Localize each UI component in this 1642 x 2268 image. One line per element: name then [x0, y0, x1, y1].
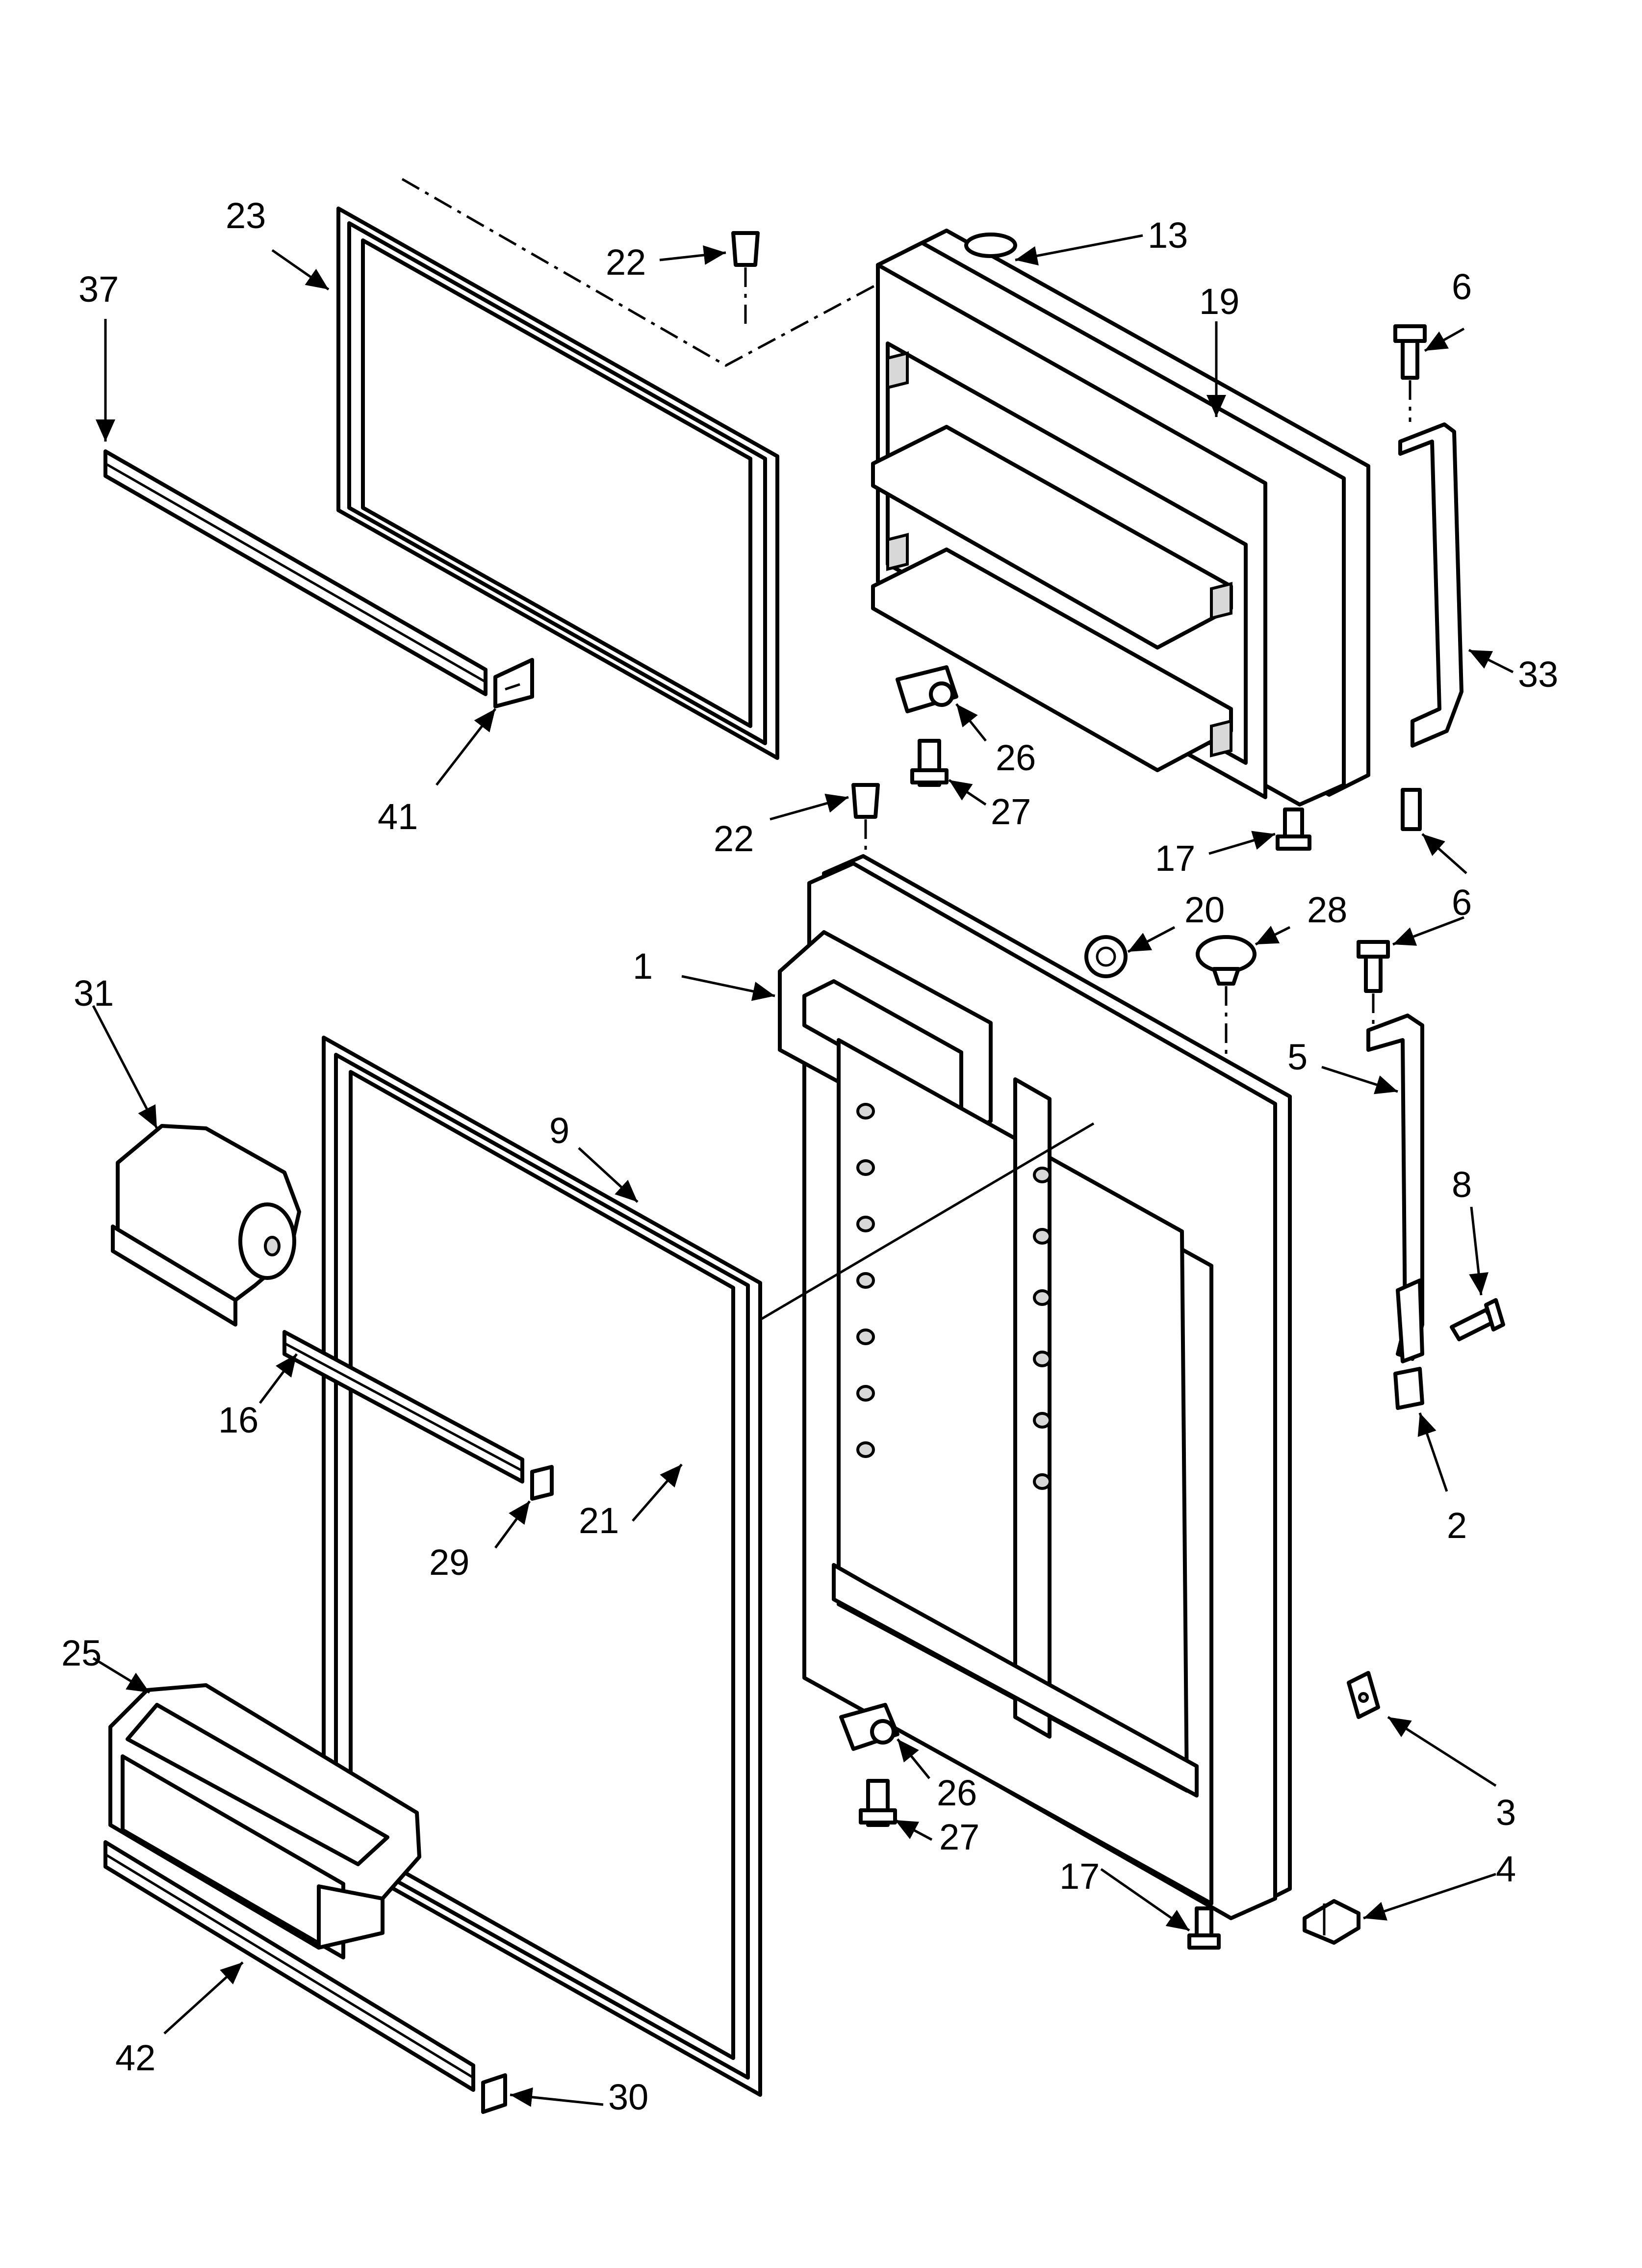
hinge-26-upper — [896, 665, 958, 713]
callout-22-top: 22 — [606, 242, 646, 283]
callout-41: 41 — [378, 796, 418, 837]
pin-22-top — [731, 231, 760, 324]
callout-1: 1 — [633, 946, 653, 987]
screw-6-top — [1393, 324, 1427, 422]
callout-26-lower: 26 — [937, 1773, 977, 1813]
screw-8 — [1450, 1298, 1505, 1341]
bracket-3 — [1347, 1671, 1380, 1719]
bottom-rail-42 — [103, 1840, 475, 2092]
callout-6-middle: 6 — [1452, 882, 1472, 923]
rail-clip-41 — [493, 658, 534, 708]
door-bin-25 — [108, 1683, 421, 1959]
screw-6-middle — [1401, 788, 1422, 831]
bracket-4 — [1303, 1899, 1360, 1945]
callout-30: 30 — [608, 2077, 648, 2117]
fresh-food-door-liner — [778, 854, 1292, 1920]
screw-6-lower — [1357, 940, 1390, 1025]
callout-5: 5 — [1287, 1037, 1308, 1077]
dairy-compartment-31 — [111, 1124, 301, 1327]
callout-2: 2 — [1447, 1505, 1467, 1546]
callout-9: 9 — [549, 1110, 569, 1151]
callout-4: 4 — [1496, 1849, 1516, 1889]
callout-42: 42 — [115, 2037, 155, 2078]
callout-17-upper: 17 — [1155, 838, 1195, 879]
callout-17-lower: 17 — [1059, 1856, 1100, 1897]
end-cap-29 — [530, 1465, 554, 1501]
callout-13: 13 — [1148, 215, 1188, 256]
plug-20 — [1084, 935, 1128, 978]
shelf-studs-left — [856, 1103, 875, 1458]
callout-28: 28 — [1307, 889, 1347, 930]
shelf-studs-right — [1033, 1167, 1052, 1490]
callout-19: 19 — [1199, 281, 1239, 322]
freezer-shelf-rail — [103, 449, 487, 696]
clip-30 — [481, 2073, 507, 2114]
callout-22-bottom: 22 — [714, 818, 754, 859]
callout-27-upper: 27 — [991, 791, 1031, 832]
callout-16: 16 — [218, 1400, 258, 1440]
plug-13 — [964, 233, 1017, 258]
callout-29: 29 — [429, 1542, 469, 1583]
callout-26-upper: 26 — [996, 737, 1036, 778]
freezer-handle — [1398, 422, 1463, 748]
door-shelf-rail-16 — [282, 1330, 524, 1484]
callout-8: 8 — [1452, 1164, 1472, 1205]
leader-lines — [92, 234, 1514, 2107]
screw-17-lower — [1187, 1906, 1221, 1950]
callout-37: 37 — [78, 269, 119, 310]
alignment-line — [401, 178, 933, 367]
callout-21: 21 — [579, 1500, 619, 1541]
callout-25: 25 — [61, 1633, 102, 1673]
callout-23: 23 — [226, 195, 266, 236]
freezer-door-liner — [871, 229, 1370, 807]
fresh-food-handle — [1366, 1014, 1424, 1363]
freezer-gasket — [336, 207, 779, 760]
fresh-food-gasket — [322, 1036, 762, 2097]
callout-6-top: 6 — [1452, 266, 1472, 307]
screw-27-upper — [910, 739, 949, 787]
screw-27-lower — [859, 1779, 897, 1827]
pin-22-bottom — [851, 783, 880, 863]
plug-28 — [1196, 935, 1257, 1069]
callout-33: 33 — [1518, 654, 1558, 695]
callout-labels: 23 37 22 13 19 6 33 41 26 27 22 17 6 20 … — [61, 195, 1558, 2117]
callout-31: 31 — [74, 973, 114, 1014]
callout-20: 20 — [1184, 889, 1225, 930]
screw-17-upper — [1276, 808, 1311, 851]
clip-2 — [1393, 1367, 1424, 1410]
hinge-26-lower — [839, 1703, 899, 1751]
callout-27-lower: 27 — [939, 1817, 979, 1857]
callout-3: 3 — [1496, 1792, 1516, 1833]
